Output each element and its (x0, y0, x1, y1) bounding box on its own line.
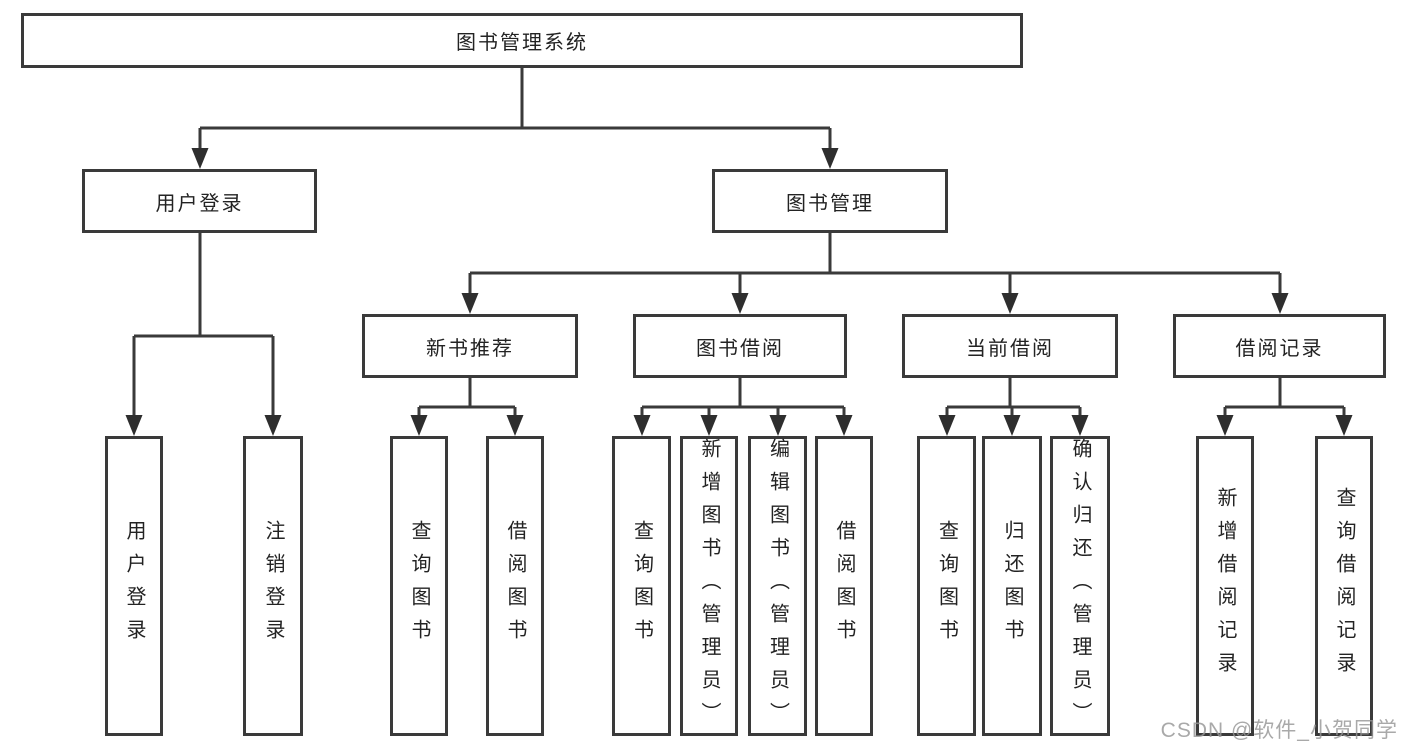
leaf-query-books-recommend-label: 查询图书 (408, 520, 430, 652)
leaf-borrow-books: 借阅图书 (815, 436, 873, 736)
leaf-logout: 注销登录 (243, 436, 303, 736)
leaf-query-borrow-record-label: 查询借阅记录 (1333, 487, 1355, 685)
node-borrowing-records: 借阅记录 (1173, 314, 1386, 378)
node-book-management: 图书管理 (712, 169, 948, 233)
node-library-management-system: 图书管理系统 (21, 13, 1023, 68)
node-book-borrowing: 图书借阅 (633, 314, 847, 378)
leaf-query-books-borrow: 查询图书 (612, 436, 671, 736)
leaf-add-books-admin-label: 新增图书（管理员） (698, 437, 720, 735)
leaf-query-books-recommend: 查询图书 (390, 436, 448, 736)
leaf-confirm-return-admin-label: 确认归还（管理员） (1069, 437, 1091, 735)
leaf-query-borrow-record: 查询借阅记录 (1315, 436, 1373, 736)
leaf-add-books-admin: 新增图书（管理员） (680, 436, 738, 736)
leaf-confirm-return-admin: 确认归还（管理员） (1050, 436, 1110, 736)
leaf-query-books-borrow-label: 查询图书 (630, 520, 653, 652)
leaf-add-borrow-record: 新增借阅记录 (1196, 436, 1254, 736)
node-current-borrowing: 当前借阅 (902, 314, 1118, 378)
leaf-borrow-books-label: 借阅图书 (833, 520, 855, 652)
leaf-borrow-books-recommend-label: 借阅图书 (504, 520, 526, 652)
leaf-edit-books-admin: 编辑图书（管理员） (748, 436, 807, 736)
leaf-logout-label: 注销登录 (262, 520, 284, 652)
leaf-add-borrow-record-label: 新增借阅记录 (1214, 487, 1236, 685)
arrowheads (125, 148, 1353, 436)
leaf-user-login: 用户登录 (105, 436, 163, 736)
leaf-user-login-label: 用户登录 (123, 520, 145, 652)
leaf-return-books: 归还图书 (982, 436, 1042, 736)
leaf-query-books-current-label: 查询图书 (935, 520, 958, 652)
leaf-query-books-current: 查询图书 (917, 436, 976, 736)
leaf-return-books-label: 归还图书 (1001, 520, 1023, 652)
leaf-borrow-books-recommend: 借阅图书 (486, 436, 544, 736)
leaf-edit-books-admin-label: 编辑图书（管理员） (766, 437, 789, 735)
node-user-login: 用户登录 (82, 169, 317, 233)
node-new-book-recommendation: 新书推荐 (362, 314, 578, 378)
